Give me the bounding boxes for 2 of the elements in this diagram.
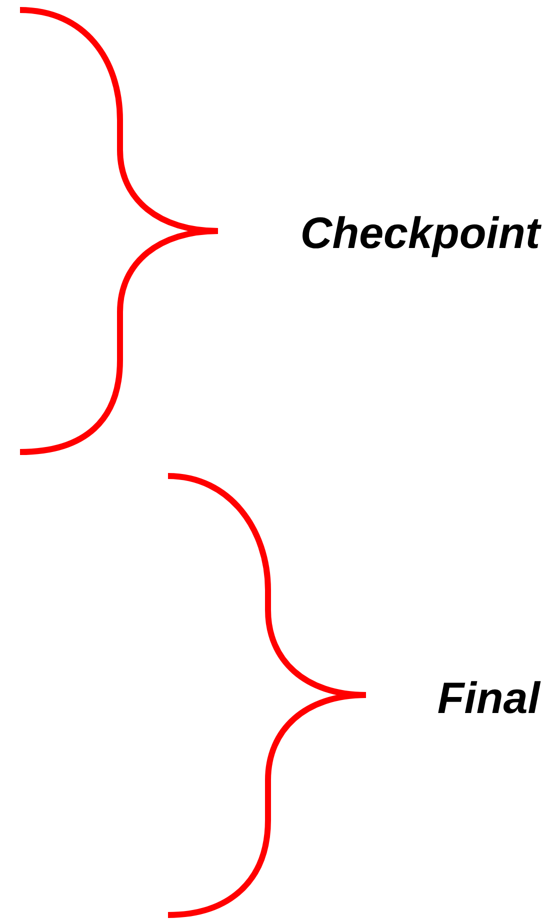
bracket-label: Final — [437, 673, 540, 725]
bracket-label: Checkpoint — [300, 208, 540, 260]
